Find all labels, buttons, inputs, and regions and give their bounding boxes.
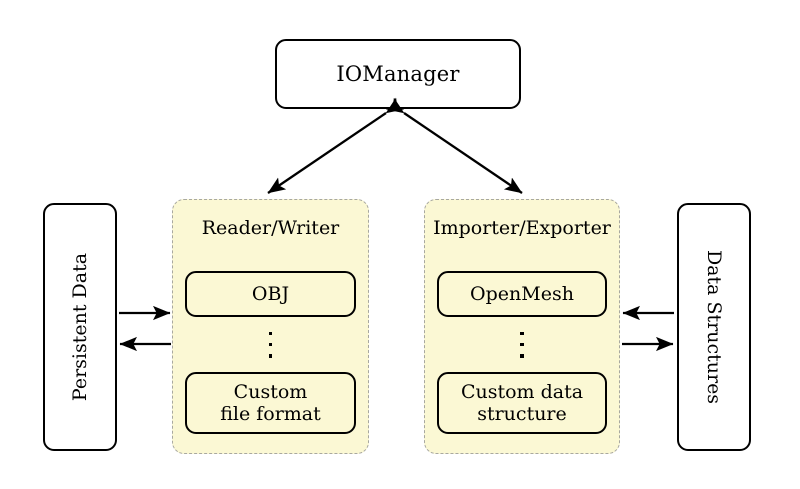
openmesh-item-label: OpenMesh xyxy=(470,282,574,305)
custom-data-structure-item-label: Custom data structure xyxy=(461,381,583,426)
persistent-data-node[interactable]: Persistent Data xyxy=(43,203,117,451)
custom-data-structure-line1: Custom data xyxy=(460,380,584,403)
data-structures-label: Data Structures xyxy=(703,249,725,405)
importer-exporter-group-title: Importer/Exporter xyxy=(433,217,611,239)
obj-item-label: OBJ xyxy=(251,282,290,305)
openmesh-item[interactable]: OpenMesh xyxy=(437,271,607,317)
custom-data-structure-line2: structure xyxy=(477,403,567,425)
reader-writer-group-title: Reader/Writer xyxy=(201,217,340,239)
custom-file-format-item[interactable]: Custom file format xyxy=(185,372,356,434)
custom-file-format-line2: file format xyxy=(220,403,321,425)
importer-exporter-group[interactable]: Importer/Exporter OpenMesh Custom data s… xyxy=(424,199,620,454)
custom-data-structure-item[interactable]: Custom data structure xyxy=(437,372,607,434)
reader-writer-ellipsis-icon xyxy=(173,332,368,358)
reader-writer-group[interactable]: Reader/Writer OBJ Custom file format xyxy=(172,199,369,454)
connector-iomanager-importer-exporter xyxy=(385,97,523,194)
connector-iomanager-reader-writer xyxy=(267,97,405,194)
custom-file-format-line1: Custom xyxy=(233,380,308,403)
data-structures-node[interactable]: Data Structures xyxy=(677,203,751,451)
iomanager-label: IOManager xyxy=(336,62,460,86)
iomanager-node[interactable]: IOManager xyxy=(275,39,521,109)
custom-file-format-item-label: Custom file format xyxy=(220,381,321,426)
persistent-data-label: Persistent Data xyxy=(69,252,91,402)
importer-exporter-ellipsis-icon xyxy=(425,332,619,358)
obj-item[interactable]: OBJ xyxy=(185,271,356,317)
